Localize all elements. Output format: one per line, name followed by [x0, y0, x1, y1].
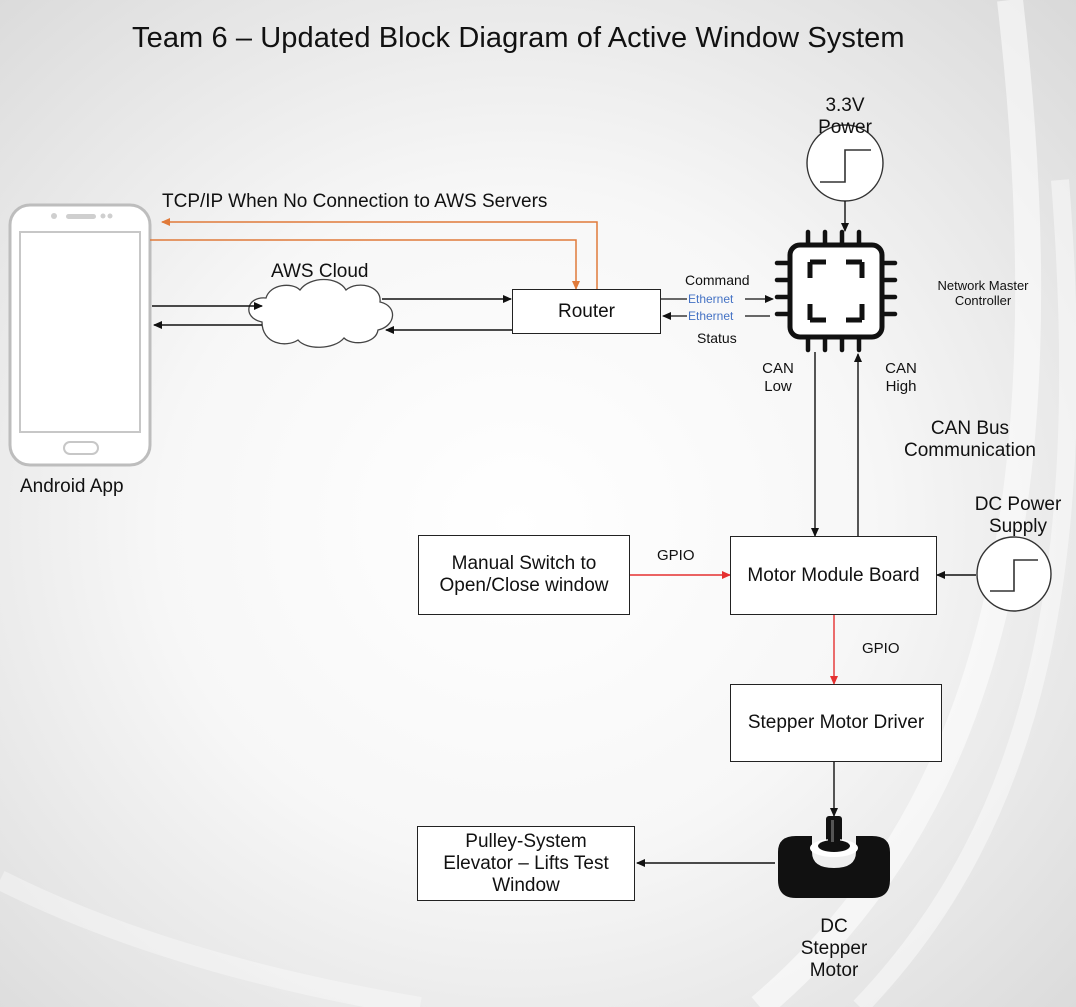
- can-low-label: CAN Low: [758, 360, 798, 396]
- power-3v3-line2: Power: [818, 117, 872, 138]
- can-bus-label: CAN Bus Communication: [885, 418, 1055, 462]
- status-label: Status: [697, 330, 737, 346]
- microcontroller-chip-icon: [774, 229, 898, 353]
- network-master-label: Network Master Controller: [918, 278, 1048, 308]
- network-master-line2: Controller: [954, 293, 1012, 308]
- android-phone-icon: [8, 203, 152, 467]
- tcpip-label: TCP/IP When No Connection to AWS Servers: [162, 191, 548, 212]
- dc-power-line2: Supply: [988, 516, 1048, 537]
- pulley-box: Pulley-System Elevator – Lifts Test Wind…: [417, 826, 635, 901]
- pulley-label-3: Window: [492, 874, 560, 896]
- page-title: Team 6 – Updated Block Diagram of Active…: [132, 22, 905, 54]
- gpio-driver-label: GPIO: [862, 640, 900, 657]
- can-bus-line2: Communication: [904, 440, 1036, 461]
- power-3v3-label: 3.3V Power: [805, 95, 885, 139]
- pulley-label-2: Elevator – Lifts Test: [443, 852, 609, 874]
- manual-switch-label-2: Open/Close window: [439, 575, 609, 596]
- ethernet-label-bottom: Ethernet: [688, 309, 734, 323]
- motor-module-box: Motor Module Board: [730, 536, 937, 615]
- router-box: Router: [512, 289, 661, 334]
- cloud-icon: [248, 278, 394, 348]
- manual-switch-box: Manual Switch to Open/Close window: [418, 535, 630, 615]
- can-high-label: CAN High: [878, 360, 924, 396]
- command-label: Command: [685, 272, 750, 288]
- dc-power-line1: DC Power: [974, 494, 1062, 515]
- dc-power-icon: [976, 536, 1052, 612]
- stepper-motor-icon: [778, 816, 890, 898]
- can-low-line1: CAN: [762, 360, 794, 377]
- aws-cloud-label: AWS Cloud: [271, 261, 369, 282]
- ethernet-label-top: Ethernet: [688, 292, 734, 306]
- network-master-line1: Network Master: [937, 278, 1029, 293]
- pulley-label-1: Pulley-System: [465, 830, 587, 852]
- stepper-motor-line3: Motor: [809, 960, 859, 981]
- stepper-motor-line2: Stepper: [800, 938, 868, 959]
- motor-module-label: Motor Module Board: [747, 564, 920, 586]
- can-high-line2: High: [885, 378, 917, 395]
- power-3v3-line1: 3.3V: [825, 95, 865, 116]
- stepper-driver-box: Stepper Motor Driver: [730, 684, 942, 762]
- manual-switch-label-1: Manual Switch to: [451, 553, 597, 574]
- can-high-line1: CAN: [885, 360, 917, 377]
- stepper-motor-label: DC Stepper Motor: [794, 916, 874, 982]
- can-low-line2: Low: [764, 378, 792, 395]
- tcpip-link: [150, 218, 598, 290]
- android-app-label: Android App: [20, 476, 124, 497]
- gpio-switch-label: GPIO: [657, 547, 695, 564]
- stepper-motor-line1: DC: [820, 916, 848, 937]
- stepper-driver-label: Stepper Motor Driver: [747, 712, 925, 733]
- can-bus-line1: CAN Bus: [930, 418, 1010, 439]
- router-label: Router: [557, 300, 616, 322]
- dc-power-label: DC Power Supply: [960, 494, 1076, 538]
